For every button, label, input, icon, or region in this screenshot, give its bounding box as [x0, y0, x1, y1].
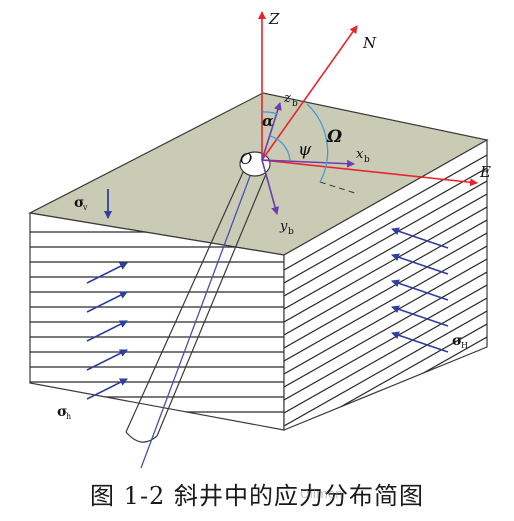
angle-arc-omega — [306, 103, 329, 183]
label-sigma-h-sub: h — [66, 412, 71, 421]
watermark-text: Oilmen — [300, 487, 343, 501]
sigma-H-arrows — [391, 227, 449, 353]
label-psi: ψ — [298, 140, 312, 160]
axis-xb — [261, 159, 355, 168]
label-xb: x — [356, 147, 364, 162]
block-right-face — [283, 138, 488, 431]
label-yb-sub: b — [288, 227, 294, 237]
axis-zb — [261, 102, 282, 161]
sigma-h-arrows — [86, 262, 128, 400]
figure-caption: 图 1-2 斜井中的应力分布简图 — [90, 482, 424, 510]
label-alpha: α — [262, 112, 274, 130]
angle-arc-alpha — [261, 111, 279, 115]
stress-diagram: Z N E O z b x b y b α ψ Ω σ v σ H σ h — [28, 10, 491, 469]
label-sigma-h: σ — [57, 404, 67, 420]
label-omega: Ω — [326, 127, 342, 147]
label-sigma-v-sub: v — [82, 203, 88, 212]
label-zb: z — [283, 91, 291, 106]
label-yb: y — [279, 219, 288, 234]
label-Z: Z — [268, 10, 280, 28]
axis-yb — [261, 159, 279, 215]
label-sigma-H: σ — [452, 333, 462, 349]
axis-N — [261, 25, 358, 161]
label-sigma-H-sub: H — [461, 341, 468, 350]
label-E: E — [479, 163, 491, 181]
angle-arc-psi — [269, 135, 291, 161]
azimuth-projection-line — [319, 181, 359, 195]
axis-E — [261, 159, 478, 187]
label-xb-sub: b — [364, 155, 370, 165]
label-zb-sub: b — [292, 99, 298, 109]
label-sigma-v: σ — [74, 195, 84, 211]
label-O: O — [240, 150, 252, 168]
label-N: N — [362, 34, 377, 52]
right-face-strata — [284, 154, 487, 430]
